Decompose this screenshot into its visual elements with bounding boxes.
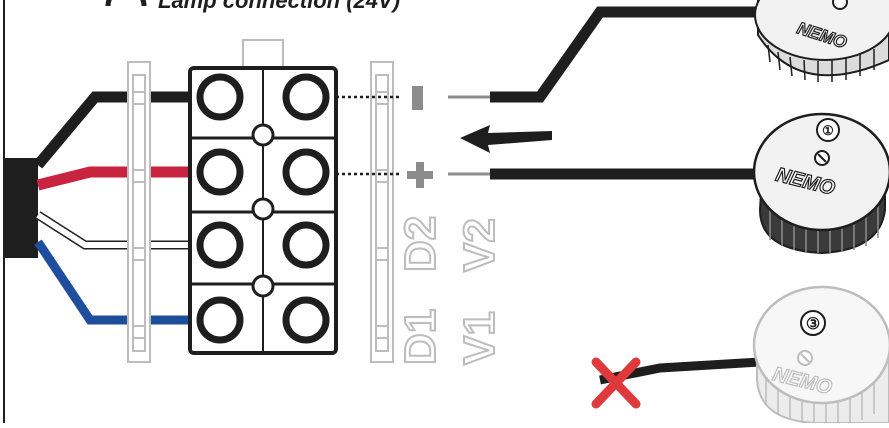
- screw-terminal: [196, 221, 244, 269]
- terminal-block: [188, 66, 338, 355]
- screw-terminal: [196, 148, 244, 196]
- wire-blue: [34, 239, 190, 325]
- plus-label: +: [400, 171, 401, 173]
- screw-terminal: [282, 296, 330, 344]
- nemo-fixture-1: NEMO: [754, 0, 889, 82]
- nemo-fixture-2: ① NEMO: [752, 112, 889, 255]
- fixture-3-number: ③: [806, 316, 820, 333]
- plus-symbol: [407, 162, 433, 188]
- fixture-2-number: ①: [822, 123, 834, 138]
- nemo-fixture-3: ③ NEMO: [752, 285, 889, 424]
- cross-icon: [591, 357, 641, 409]
- wire-black: [33, 91, 190, 169]
- rail-left: [127, 61, 151, 363]
- cable-sheath: [4, 158, 38, 258]
- wire-white: [36, 212, 190, 248]
- label-d2: D2: [396, 216, 445, 272]
- minus-symbol: [412, 86, 423, 110]
- wire-red: [36, 166, 190, 191]
- screw-terminal: [282, 221, 330, 269]
- minus-label: −: [400, 89, 401, 91]
- screw-terminal: [196, 73, 244, 121]
- arrow-left-icon: [460, 125, 552, 153]
- screw-terminal: [196, 296, 244, 344]
- page-title: Lamp connection (24V): [158, 0, 400, 13]
- label-d1: D1: [396, 309, 445, 365]
- label-v2: V2: [455, 218, 504, 272]
- label-v1: V1: [455, 311, 504, 365]
- screw-terminal: [282, 73, 330, 121]
- section-marker-icon: [105, 0, 147, 7]
- screw-terminal: [282, 148, 330, 196]
- rail-right: [370, 61, 394, 363]
- input-wires: [33, 91, 190, 325]
